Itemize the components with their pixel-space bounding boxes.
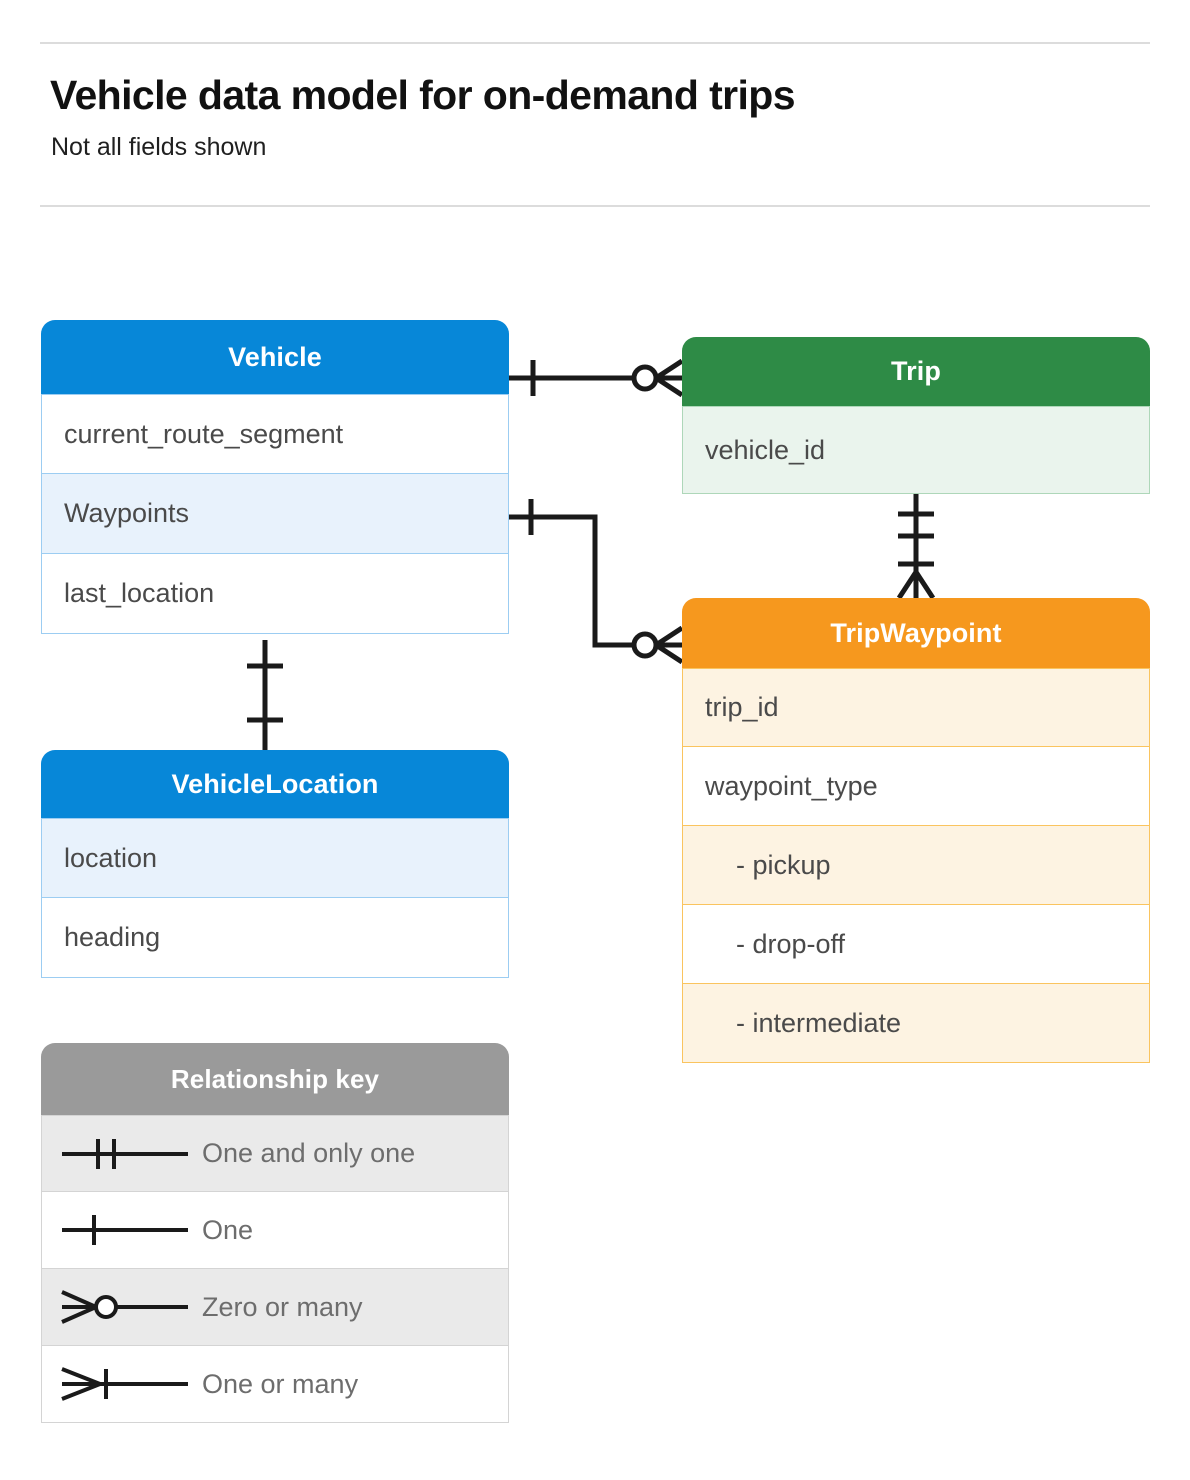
legend-item[interactable]: One bbox=[41, 1192, 509, 1269]
entity-field-row[interactable]: Waypoints bbox=[41, 474, 509, 554]
page-subtitle: Not all fields shown bbox=[51, 133, 267, 161]
legend-item-label: One bbox=[202, 1214, 254, 1245]
entity-trip[interactable]: Trip vehicle_id bbox=[682, 337, 1150, 494]
relationship-key-legend[interactable]: Relationship key One and only one bbox=[41, 1043, 509, 1423]
entity-field-enum-row[interactable]: - pickup bbox=[682, 826, 1150, 905]
entity-vehiclelocation-fields: location heading bbox=[41, 818, 509, 978]
entity-field-enum-row[interactable]: - intermediate bbox=[682, 984, 1150, 1063]
legend-item[interactable]: One or many bbox=[41, 1346, 509, 1423]
legend-item-label: One or many bbox=[202, 1368, 359, 1399]
legend-item-label: Zero or many bbox=[202, 1291, 363, 1322]
connector-waypoints-tripwaypoint bbox=[509, 499, 684, 665]
zero-or-many-icon bbox=[42, 1284, 202, 1330]
entity-vehicle-fields: current_route_segment Waypoints last_loc… bbox=[41, 394, 509, 634]
one-or-many-icon bbox=[42, 1361, 202, 1407]
entity-field-row[interactable]: vehicle_id bbox=[682, 406, 1150, 494]
legend-title: Relationship key bbox=[41, 1043, 509, 1115]
entity-vehicle[interactable]: Vehicle current_route_segment Waypoints … bbox=[41, 320, 509, 634]
entity-tripwaypoint-fields: trip_id waypoint_type - pickup - drop-of… bbox=[682, 668, 1150, 1063]
top-divider bbox=[40, 42, 1150, 44]
entity-vehicle-title: Vehicle bbox=[41, 320, 509, 394]
entity-field-enum-row[interactable]: - drop-off bbox=[682, 905, 1150, 984]
legend-item[interactable]: Zero or many bbox=[41, 1269, 509, 1346]
connector-vehicle-vehiclelocation bbox=[247, 640, 283, 750]
entity-field-row[interactable]: last_location bbox=[41, 554, 509, 634]
entity-field-row[interactable]: current_route_segment bbox=[41, 394, 509, 474]
entity-field-row[interactable]: location bbox=[41, 818, 509, 898]
page-title: Vehicle data model for on-demand trips bbox=[50, 72, 796, 118]
entity-trip-title: Trip bbox=[682, 337, 1150, 406]
connector-trip-tripwaypoint bbox=[896, 490, 936, 600]
entity-field-row[interactable]: trip_id bbox=[682, 668, 1150, 747]
entity-field-row[interactable]: waypoint_type bbox=[682, 747, 1150, 826]
one-icon bbox=[42, 1207, 202, 1253]
legend-item-label: One and only one bbox=[202, 1138, 416, 1168]
entity-tripwaypoint[interactable]: TripWaypoint trip_id waypoint_type - pic… bbox=[682, 598, 1150, 1063]
connector-vehicle-trip bbox=[509, 358, 684, 398]
entity-field-row[interactable]: heading bbox=[41, 898, 509, 978]
entity-vehiclelocation-title: VehicleLocation bbox=[41, 750, 509, 818]
entity-trip-fields: vehicle_id bbox=[682, 406, 1150, 494]
legend-rows: One and only one One bbox=[41, 1115, 509, 1423]
header-divider bbox=[40, 205, 1150, 207]
legend-item[interactable]: One and only one bbox=[41, 1115, 509, 1192]
entity-vehiclelocation[interactable]: VehicleLocation location heading bbox=[41, 750, 509, 978]
one-and-only-one-icon bbox=[42, 1131, 202, 1177]
entity-tripwaypoint-title: TripWaypoint bbox=[682, 598, 1150, 668]
